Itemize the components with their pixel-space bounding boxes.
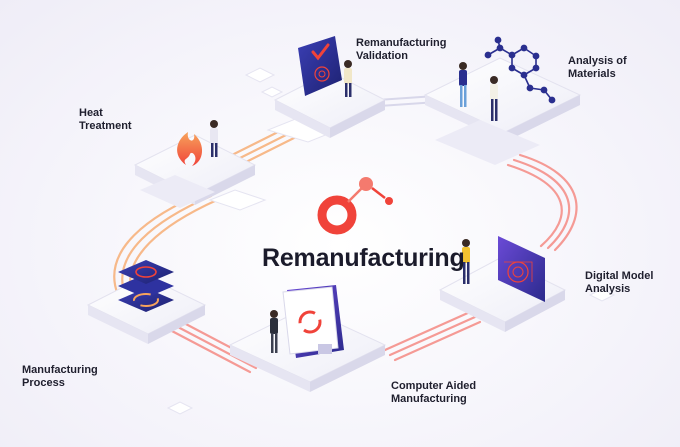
person-digital	[462, 239, 470, 284]
label-remanufacturing-validation: Remanufacturing Validation	[356, 37, 447, 62]
tile-validation	[273, 71, 387, 138]
label-manufacturing-process: Manufacturing Process	[22, 364, 98, 389]
remanufacturing-logo	[317, 177, 393, 235]
connector-pipes	[113, 94, 578, 374]
screen-model-icon	[498, 236, 545, 302]
person-heat	[210, 120, 218, 157]
person-materials-2	[490, 76, 498, 121]
label-analysis-of-materials: Analysis of Materials	[568, 55, 627, 80]
label-digital-model-analysis: Digital Model Analysis	[585, 270, 654, 295]
shield-check-icon	[298, 36, 342, 96]
molecule-icon	[484, 36, 556, 104]
person-materials-1	[459, 62, 467, 107]
tile-heat-treatment	[133, 134, 257, 208]
person-cam	[270, 310, 278, 353]
layers-icon	[118, 260, 174, 312]
tile-digital	[438, 257, 567, 332]
person-validation	[344, 60, 352, 97]
decorative-slabs	[166, 67, 616, 415]
tile-materials	[423, 57, 582, 165]
flame-icon	[177, 132, 203, 166]
main-title: Remanufacturing	[262, 244, 465, 272]
monitor-icon	[282, 285, 344, 358]
label-computer-aided-manufacturing: Computer Aided Manufacturing	[391, 380, 477, 405]
label-heat-treatment: Heat Treatment	[79, 107, 132, 132]
